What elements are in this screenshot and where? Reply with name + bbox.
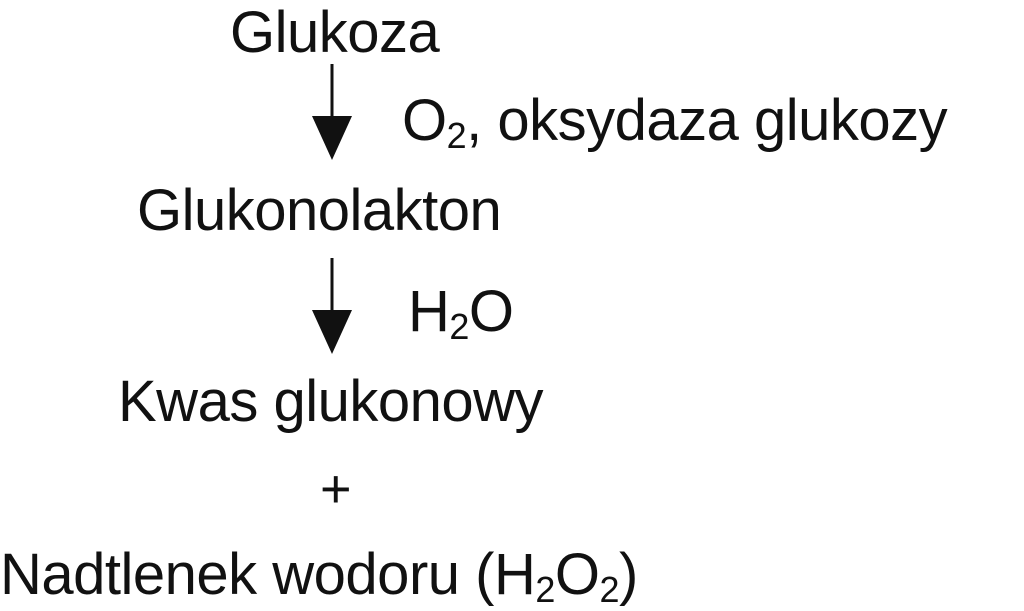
nadtlenek-subscript-2: 2 [599, 568, 619, 610]
nadtlenek-main: Nadtlenek wodoru (H [0, 542, 536, 607]
reagent-step1-subscript: 2 [446, 114, 467, 156]
compound-glukoza: Glukoza [230, 0, 440, 65]
nadtlenek-subscript-1: 2 [535, 568, 555, 610]
compound-kwas-glukonowy: Kwas glukonowy [118, 369, 544, 434]
reagent-step1-symbol: O [402, 88, 447, 153]
reagent-step2-post: O [468, 279, 514, 344]
reaction-arrow-2 [312, 258, 352, 354]
reagent-step1: O2, oksydaza glukozy [402, 92, 948, 154]
reagent-step2-subscript: 2 [449, 305, 469, 347]
compound-glukonolakton: Glukonolakton [137, 178, 502, 243]
nadtlenek-mid: O [554, 542, 600, 607]
reagent-step2: H2O [408, 283, 514, 345]
reagent-step2-pre: H [408, 279, 450, 344]
reagent-step1-text: , oksydaza glukozy [466, 88, 948, 153]
compound-nadtlenek-wodoru: Nadtlenek wodoru (H2O2) [0, 546, 638, 608]
reaction-arrow-1 [312, 64, 352, 160]
nadtlenek-end: ) [618, 542, 638, 607]
plus-sign: + [320, 459, 352, 519]
